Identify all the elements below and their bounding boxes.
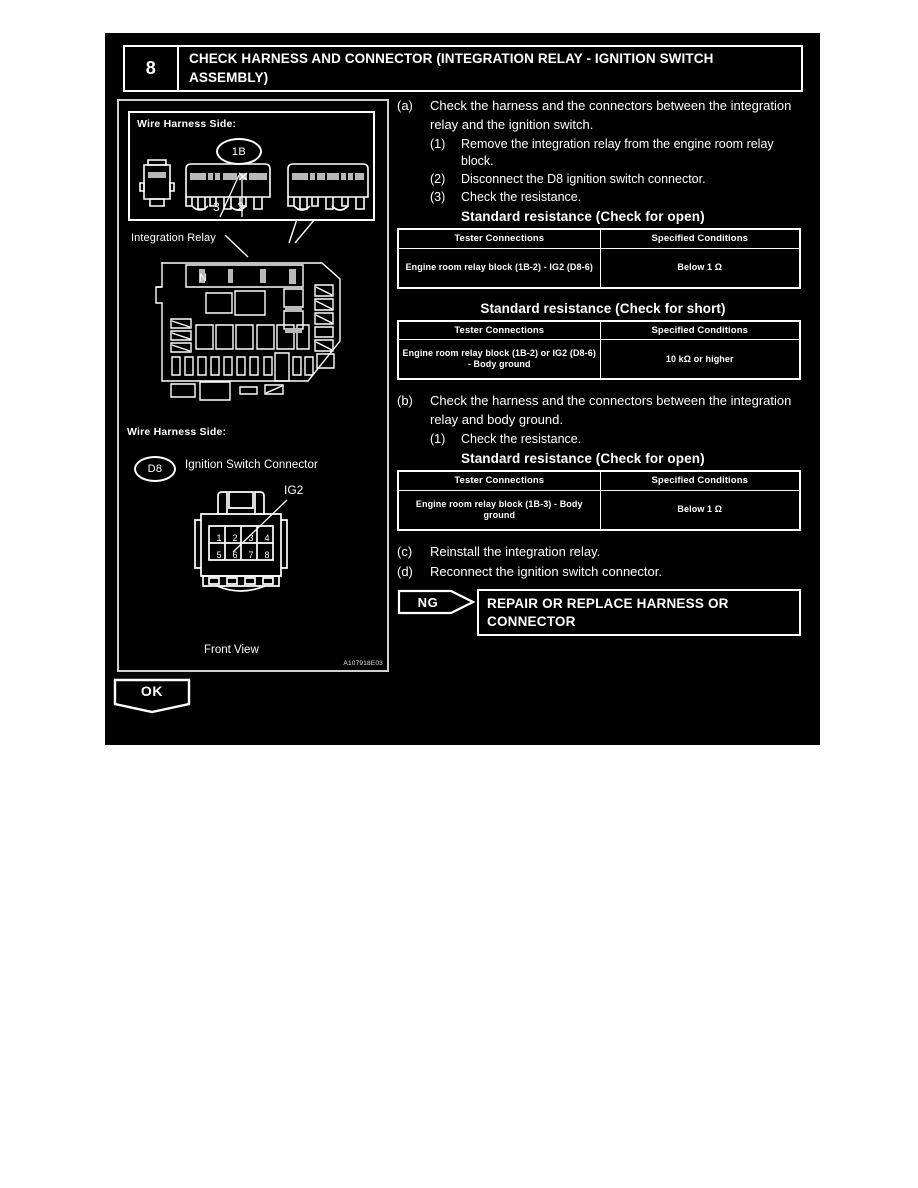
column-header-specified-conditions: Specified Conditions bbox=[599, 470, 801, 491]
d8-connector-drawing bbox=[194, 491, 288, 592]
column-header-tester-connections: Tester Connections bbox=[397, 228, 601, 249]
ng-terminator: NG bbox=[397, 589, 475, 615]
column-header-tester-connections: Tester Connections bbox=[397, 320, 601, 341]
procedure-c: (c) Reinstall the integration relay. bbox=[397, 543, 809, 562]
spec-table-short: Tester Connections Specified Conditions … bbox=[397, 319, 801, 381]
ng-action-text: REPAIR OR REPLACE HARNESS OR CONNECTOR bbox=[477, 589, 801, 637]
standard-resistance-heading-1: Standard resistance (Check for open) bbox=[461, 208, 705, 224]
column-header-specified-conditions: Specified Conditions bbox=[599, 320, 801, 341]
connector-pin-1: 1 bbox=[216, 533, 222, 543]
table-row: Engine room relay block (1B-2) - IG2 (D8… bbox=[397, 247, 801, 289]
cell-specified-condition: Below 1 Ω bbox=[599, 489, 801, 531]
step-header: 8 CHECK HARNESS AND CONNECTOR (INTEGRATI… bbox=[123, 45, 803, 92]
connector-pin-5: 5 bbox=[216, 550, 222, 560]
integration-relay-drawing: N bbox=[155, 221, 341, 401]
ng-label: NG bbox=[417, 594, 439, 610]
ok-terminator: OK bbox=[113, 678, 191, 714]
connector-pin-2: 2 bbox=[232, 533, 238, 543]
wire-harness-side-label: Wire Harness Side: bbox=[137, 118, 237, 130]
integration-relay-label: Integration Relay bbox=[131, 232, 216, 244]
service-manual-page: 8 CHECK HARNESS AND CONNECTOR (INTEGRATI… bbox=[105, 33, 820, 745]
procedure-d-marker: (d) bbox=[397, 563, 413, 579]
substep-a1-text: Remove the integration relay from the en… bbox=[461, 136, 774, 169]
cell-tester-connection: Engine room relay block (1B-2) or IG2 (D… bbox=[397, 339, 601, 380]
substep-b1: (1) Check the resistance. bbox=[430, 431, 809, 449]
front-view-label: Front View bbox=[204, 644, 259, 656]
connector-tag-d8: D8 bbox=[134, 456, 176, 482]
svg-text:N: N bbox=[199, 272, 207, 284]
table-header-row: Tester Connections Specified Conditions bbox=[397, 320, 801, 341]
substep-b1-text: Check the resistance. bbox=[461, 432, 582, 447]
procedure-a-marker: (a) bbox=[397, 98, 413, 113]
cell-specified-condition: Below 1 Ω bbox=[599, 247, 801, 289]
pin-label-3: 3 bbox=[213, 200, 220, 214]
ig2-terminal-label: IG2 bbox=[284, 483, 304, 497]
procedure-d: (d) Reconnect the ignition switch connec… bbox=[397, 563, 809, 582]
step-title: CHECK HARNESS AND CONNECTOR (INTEGRATION… bbox=[189, 51, 714, 85]
connector-pin-6: 6 bbox=[232, 550, 238, 560]
wire-harness-1b-diagram: Wire Harness Side: 1B bbox=[128, 111, 375, 221]
connector-pin-7: 7 bbox=[248, 550, 254, 560]
table-header-row: Tester Connections Specified Conditions bbox=[397, 228, 801, 249]
substep-b1-marker: (1) bbox=[430, 432, 446, 447]
connector-pin-3: 3 bbox=[248, 533, 254, 543]
procedure-c-text: Reinstall the integration relay. bbox=[430, 543, 601, 559]
table-row: Engine room relay block (1B-2) or IG2 (D… bbox=[397, 339, 801, 380]
substep-a3-marker: (3) bbox=[430, 189, 446, 204]
substep-a1: (1) Remove the integration relay from th… bbox=[430, 136, 809, 172]
cell-specified-condition: 10 kΩ or higher bbox=[599, 339, 801, 380]
relay-block-connectors-drawing bbox=[139, 159, 369, 218]
illustration-panel: Wire Harness Side: 1B bbox=[117, 99, 389, 672]
column-header-tester-connections: Tester Connections bbox=[397, 470, 601, 491]
substep-a3-text: Check the resistance. bbox=[461, 189, 582, 204]
ng-result-row: NG REPAIR OR REPLACE HARNESS OR CONNECTO… bbox=[397, 589, 809, 637]
table-header-row: Tester Connections Specified Conditions bbox=[397, 470, 801, 491]
procedure-c-marker: (c) bbox=[397, 543, 413, 559]
procedure-a-text: Check the harness and the connectors bet… bbox=[430, 98, 792, 132]
procedure-b: (b) Check the harness and the connectors… bbox=[397, 392, 809, 430]
ignition-switch-connector-label: Ignition Switch Connector bbox=[185, 459, 318, 471]
connector-pin-8: 8 bbox=[264, 550, 270, 560]
step-number: 8 bbox=[125, 47, 179, 90]
standard-resistance-heading-2: Standard resistance (Check for short) bbox=[480, 300, 726, 316]
cell-tester-connection: Engine room relay block (1B-2) - IG2 (D8… bbox=[397, 247, 601, 289]
column-header-specified-conditions: Specified Conditions bbox=[599, 228, 801, 249]
figure-id: A107918E03 bbox=[343, 660, 383, 667]
procedure-a-substeps: (1) Remove the integration relay from th… bbox=[430, 136, 809, 207]
spec-table-open-2: Tester Connections Specified Conditions … bbox=[397, 469, 801, 531]
ok-arrow-shape bbox=[113, 678, 191, 714]
substep-a2: (2) Disconnect the D8 ignition switch co… bbox=[430, 171, 809, 189]
procedure-b-text: Check the harness and the connectors bet… bbox=[430, 393, 792, 428]
table-row: Engine room relay block (1B-3) - Body gr… bbox=[397, 489, 801, 531]
procedure-d-text: Reconnect the ignition switch connector. bbox=[430, 563, 662, 579]
substep-a3: (3) Check the resistance. bbox=[430, 189, 809, 207]
substep-a1-marker: (1) bbox=[430, 136, 446, 151]
procedure-b-substeps: (1) Check the resistance. bbox=[430, 431, 809, 449]
cell-tester-connection: Engine room relay block (1B-3) - Body gr… bbox=[397, 489, 601, 531]
wire-harness-side-label-2: Wire Harness Side: bbox=[127, 426, 227, 438]
connector-pin-4: 4 bbox=[264, 533, 270, 543]
ng-arrow-shape bbox=[397, 590, 475, 615]
procedure-b-marker: (b) bbox=[397, 393, 413, 409]
substep-a2-text: Disconnect the D8 ignition switch connec… bbox=[461, 172, 706, 187]
spec-table-open-1: Tester Connections Specified Conditions … bbox=[397, 227, 801, 289]
procedure-a: (a) Check the harness and the connectors… bbox=[397, 97, 809, 135]
standard-resistance-heading-3: Standard resistance (Check for open) bbox=[461, 450, 705, 466]
ok-label: OK bbox=[140, 683, 164, 699]
substep-a2-marker: (2) bbox=[430, 172, 446, 187]
pin-label-2: 2 bbox=[237, 200, 244, 214]
procedure-content: (a) Check the harness and the connectors… bbox=[397, 97, 809, 637]
